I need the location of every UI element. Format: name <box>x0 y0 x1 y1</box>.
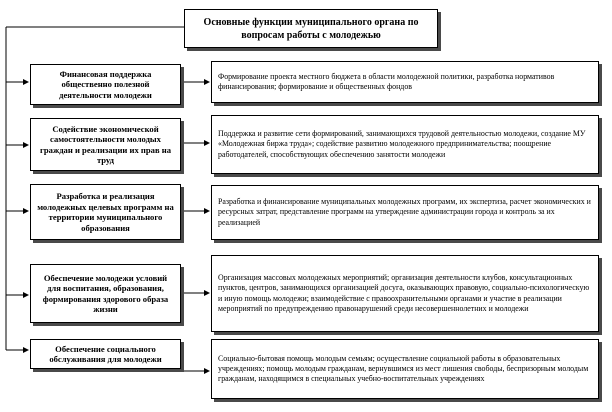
function-box-economic-independence: Содействие экономической самостоятельнос… <box>30 118 181 171</box>
function-box-social-services: Обеспечение социального обслуживания для… <box>30 339 181 369</box>
detail-box-economic-independence: Поддержка и развитие сети формирований, … <box>211 115 599 174</box>
function-label: Обеспечение молодежи условий для воспита… <box>42 272 169 315</box>
detail-text: Социально-бытовая помощь молодым семьям;… <box>218 353 589 384</box>
detail-box-upbringing-conditions: Организация массовых молодежных мероприя… <box>211 255 599 332</box>
diagram-title: Основные функции муниципального органа п… <box>203 16 419 41</box>
detail-box-financial-support: Формирование проекта местного бюджета в … <box>211 61 599 103</box>
function-label: Финансовая поддержка общественно полезно… <box>59 68 152 100</box>
function-box-financial-support: Финансовая поддержка общественно полезно… <box>30 64 181 105</box>
function-box-youth-programs: Разработка и реализация молодежных целев… <box>30 184 181 240</box>
function-label: Содействие экономической самостоятельнос… <box>39 123 171 166</box>
detail-text: Поддержка и развитие сети формирований, … <box>218 129 586 159</box>
detail-text: Организация массовых молодежных мероприя… <box>218 273 590 313</box>
diagram-title-box: Основные функции муниципального органа п… <box>184 9 438 48</box>
detail-text: Разработка и финансирование муниципальны… <box>218 197 591 227</box>
detail-box-youth-programs: Разработка и финансирование муниципальны… <box>211 185 599 240</box>
function-label: Обеспечение социального обслуживания для… <box>49 343 162 365</box>
function-box-upbringing-conditions: Обеспечение молодежи условий для воспита… <box>30 264 181 323</box>
detail-text: Формирование проекта местного бюджета в … <box>218 71 555 91</box>
function-label: Разработка и реализация молодежных целев… <box>37 191 174 233</box>
detail-box-social-services: Социально-бытовая помощь молодым семьям;… <box>211 339 599 399</box>
